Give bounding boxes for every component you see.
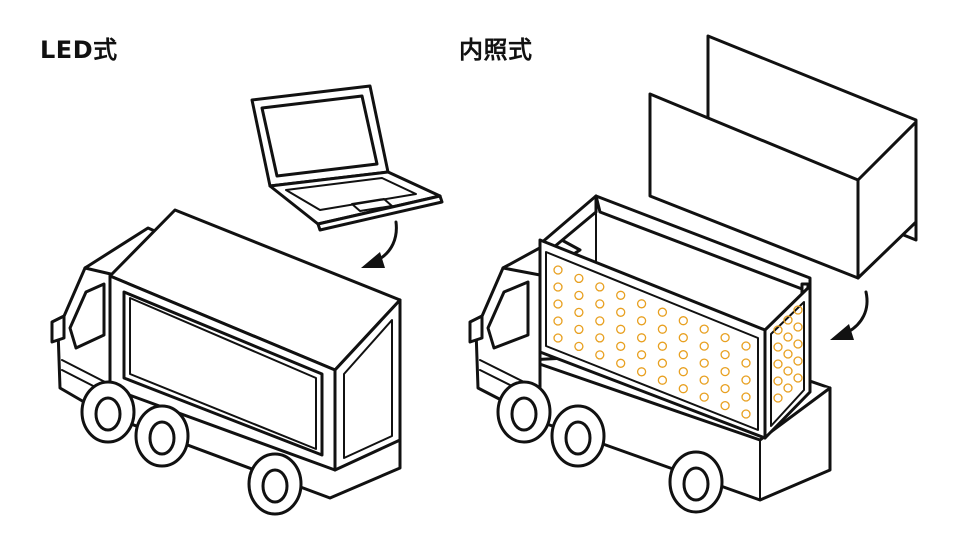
led-bulb: [574, 290, 584, 301]
led-bulb: [574, 324, 584, 335]
led-bulb: [595, 299, 605, 309]
curved-arrow-icon: [361, 220, 398, 268]
led-bulb: [553, 282, 563, 292]
led-bulb: [553, 333, 563, 343]
led-bulb: [657, 324, 668, 334]
led-bulb: [636, 316, 647, 326]
wheel: [668, 450, 724, 514]
led-bulb: [741, 409, 751, 419]
led-bulb: [616, 324, 626, 334]
led-bulb: [678, 367, 688, 377]
led-bulb: [793, 322, 803, 332]
led-bulb: [699, 341, 709, 351]
led-bulb: [657, 307, 668, 317]
led-bulb: [720, 383, 730, 394]
led-bulb: [616, 341, 626, 351]
inner-lit-type-label: 内照式: [459, 36, 533, 64]
led-bulb: [678, 350, 688, 360]
led-bulb: [793, 339, 803, 349]
led-bulb: [741, 392, 751, 402]
led-bulb: [699, 324, 709, 334]
led-bulb: [773, 325, 783, 335]
led-bulb: [720, 349, 730, 360]
led-bulb: [636, 333, 647, 343]
led-bulb: [741, 358, 751, 368]
led-bulb: [636, 350, 647, 360]
led-bulb: [699, 375, 709, 385]
led-bulb: [699, 392, 709, 402]
led-bulb: [793, 373, 803, 383]
led-bulb: [595, 282, 605, 292]
sign-panel-icon: [648, 34, 918, 280]
led-bulb: [783, 383, 793, 393]
led-bulb: [657, 375, 668, 385]
led-bulb: [741, 375, 751, 385]
led-bulb: [773, 359, 783, 369]
led-bulb: [793, 305, 803, 315]
led-bulb: [720, 332, 730, 343]
led-bulb: [553, 299, 563, 309]
led-bulb-grid: [553, 265, 751, 419]
wheel: [550, 404, 606, 468]
led-bulb: [553, 265, 563, 275]
led-bulb: [574, 273, 584, 284]
led-bulb: [636, 299, 647, 309]
led-bulb: [773, 342, 783, 352]
led-bulb: [783, 315, 793, 325]
led-bulb: [773, 393, 783, 403]
led-bulb: [783, 349, 793, 359]
led-bulb: [720, 400, 730, 411]
led-bulb: [678, 333, 688, 343]
wheel: [134, 404, 190, 468]
led-bulb: [678, 316, 688, 326]
led-bulb: [678, 384, 688, 394]
led-bulb: [657, 358, 668, 368]
led-bulb: [783, 332, 793, 342]
led-bulb: [595, 333, 605, 343]
curved-arrow-icon: [830, 290, 869, 340]
led-truck-icon: [50, 208, 402, 516]
wheel: [80, 380, 136, 444]
led-bulb: [595, 350, 605, 360]
led-bulb: [595, 316, 605, 326]
led-bulb: [616, 290, 626, 300]
led-type-label: LED式: [40, 36, 118, 64]
led-bulb: [574, 341, 584, 352]
inner-lit-truck-icon: [468, 194, 832, 514]
wheel: [496, 380, 552, 444]
led-bulb: [699, 358, 709, 368]
led-bulb: [616, 307, 626, 317]
led-bulb: [616, 358, 626, 368]
laptop-icon: [250, 84, 444, 232]
led-bulb: [574, 307, 584, 318]
led-bulb: [636, 367, 647, 377]
led-bulb: [657, 341, 668, 351]
led-bulb: [793, 356, 803, 366]
led-bulb: [773, 376, 783, 386]
wheel: [247, 452, 303, 516]
led-bulb: [720, 366, 730, 377]
led-bulb: [741, 341, 751, 351]
led-bulb-grid-back: [773, 305, 803, 403]
led-bulb: [783, 366, 793, 376]
led-bulb: [553, 316, 563, 326]
